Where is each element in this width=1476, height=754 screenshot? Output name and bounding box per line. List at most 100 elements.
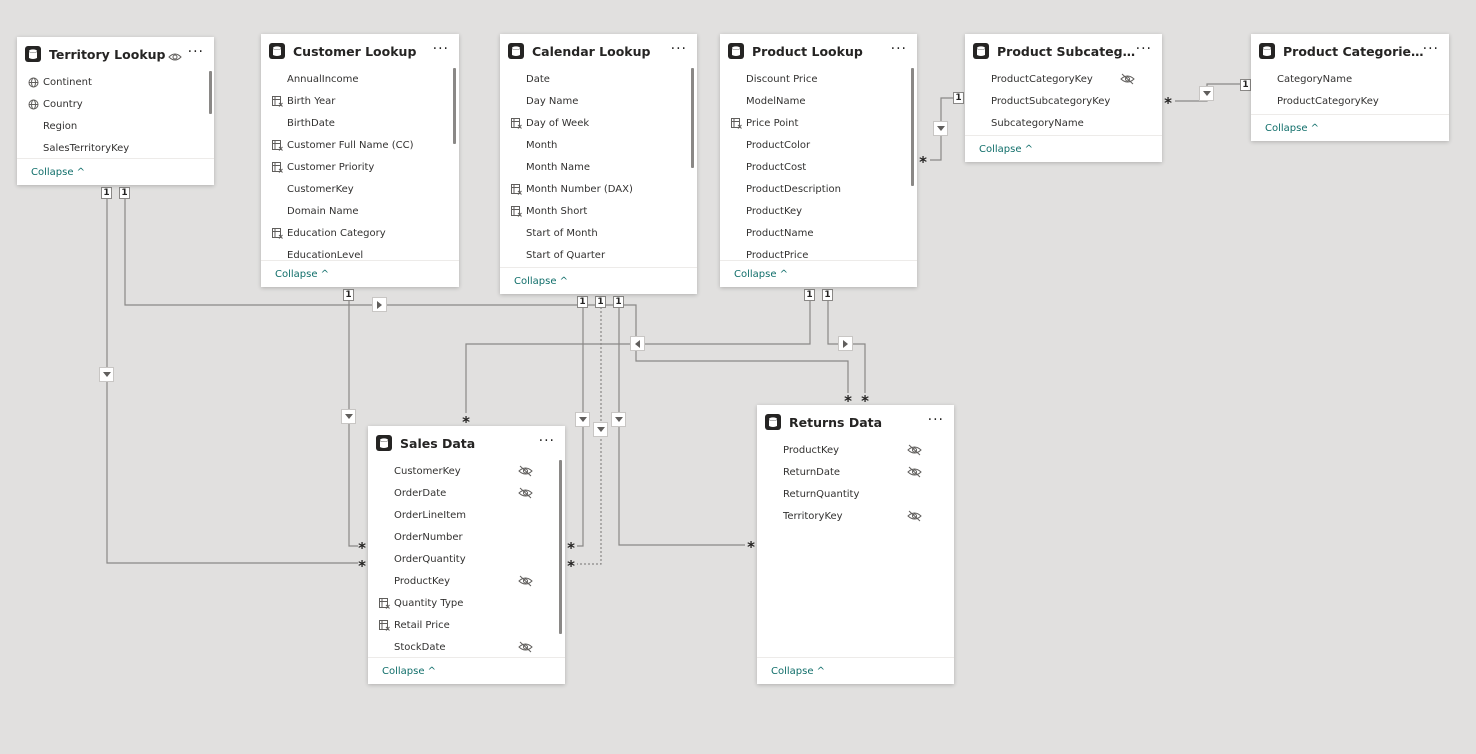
- more-options-icon[interactable]: ···: [432, 41, 449, 57]
- table-header[interactable]: Territory Lookup ···: [17, 37, 214, 71]
- field-row[interactable]: Birth Year: [261, 90, 459, 112]
- filter-direction-down-icon[interactable]: [611, 412, 626, 427]
- collapse-link[interactable]: Collapse ^: [382, 665, 437, 677]
- field-row[interactable]: OrderQuantity: [368, 548, 565, 570]
- field-row[interactable]: ProductName: [720, 222, 917, 244]
- field-row[interactable]: OrderNumber: [368, 526, 565, 548]
- table-header[interactable]: Product Lookup ···: [720, 34, 917, 68]
- field-row[interactable]: Region: [17, 115, 214, 137]
- field-row[interactable]: ProductPrice: [720, 244, 917, 266]
- table-header[interactable]: Sales Data ···: [368, 426, 565, 460]
- field-row[interactable]: SalesTerritoryKey: [17, 137, 214, 159]
- field-row[interactable]: Continent: [17, 71, 214, 93]
- field-row[interactable]: ProductCategoryKey: [1251, 90, 1449, 112]
- field-row[interactable]: ProductKey: [368, 570, 565, 592]
- more-options-icon[interactable]: ···: [927, 412, 944, 428]
- field-row[interactable]: Quantity Type: [368, 592, 565, 614]
- field-row[interactable]: ProductColor: [720, 134, 917, 156]
- hidden-field-icon[interactable]: [907, 466, 922, 478]
- field-row[interactable]: AnnualIncome: [261, 68, 459, 90]
- scrollbar[interactable]: [559, 460, 562, 634]
- field-row[interactable]: ProductKey: [757, 439, 954, 461]
- field-row[interactable]: ProductKey: [720, 200, 917, 222]
- field-row[interactable]: OrderLineItem: [368, 504, 565, 526]
- filter-direction-down-icon[interactable]: [933, 121, 948, 136]
- eye-icon[interactable]: [168, 48, 182, 61]
- field-row[interactable]: Month Short: [500, 200, 697, 222]
- table-header[interactable]: Product Categories Loo... ···: [1251, 34, 1449, 68]
- field-row[interactable]: StockDate: [368, 636, 565, 658]
- field-row[interactable]: EducationLevel: [261, 244, 459, 266]
- table-header[interactable]: Returns Data ···: [757, 405, 954, 439]
- hidden-field-icon[interactable]: [1120, 73, 1135, 85]
- field-row[interactable]: Customer Full Name (CC): [261, 134, 459, 156]
- field-row[interactable]: Country: [17, 93, 214, 115]
- field-row[interactable]: TerritoryKey: [757, 505, 954, 527]
- field-row[interactable]: Day of Week: [500, 112, 697, 134]
- filter-direction-down-icon[interactable]: [593, 422, 608, 437]
- filter-direction-down-icon[interactable]: [99, 367, 114, 382]
- collapse-link[interactable]: Collapse ^: [771, 665, 826, 677]
- collapse-link[interactable]: Collapse ^: [734, 268, 789, 280]
- collapse-link[interactable]: Collapse ^: [1265, 122, 1320, 134]
- field-row[interactable]: Discount Price: [720, 68, 917, 90]
- field-row[interactable]: OrderDate: [368, 482, 565, 504]
- table-card-product-categories[interactable]: Product Categories Loo... ··· CategoryNa…: [1251, 34, 1449, 141]
- field-row[interactable]: ProductCost: [720, 156, 917, 178]
- collapse-link[interactable]: Collapse ^: [275, 268, 330, 280]
- scrollbar[interactable]: [453, 68, 456, 144]
- field-row[interactable]: Education Category: [261, 222, 459, 244]
- filter-direction-right-icon[interactable]: [372, 297, 387, 312]
- filter-direction-down-icon[interactable]: [341, 409, 356, 424]
- table-card-territory-lookup[interactable]: Territory Lookup ··· Continent Country R…: [17, 37, 214, 185]
- field-row[interactable]: Start of Month: [500, 222, 697, 244]
- field-row[interactable]: Date: [500, 68, 697, 90]
- filter-direction-left-icon[interactable]: [630, 336, 645, 351]
- field-row[interactable]: CategoryName: [1251, 68, 1449, 90]
- field-row[interactable]: Domain Name: [261, 200, 459, 222]
- hidden-field-icon[interactable]: [518, 575, 533, 587]
- field-row[interactable]: ProductDescription: [720, 178, 917, 200]
- collapse-link[interactable]: Collapse ^: [514, 275, 569, 287]
- hidden-field-icon[interactable]: [907, 510, 922, 522]
- field-row[interactable]: Month: [500, 134, 697, 156]
- field-row[interactable]: Start of Quarter: [500, 244, 697, 266]
- hidden-field-icon[interactable]: [518, 641, 533, 653]
- field-row[interactable]: ModelName: [720, 90, 917, 112]
- field-row[interactable]: Month Name: [500, 156, 697, 178]
- field-row[interactable]: Customer Priority: [261, 156, 459, 178]
- table-card-product-subcategories[interactable]: Product Subcategories ... ··· ProductCat…: [965, 34, 1162, 162]
- hidden-field-icon[interactable]: [907, 444, 922, 456]
- field-row[interactable]: CustomerKey: [261, 178, 459, 200]
- field-row[interactable]: ProductCategoryKey: [965, 68, 1162, 90]
- scrollbar[interactable]: [911, 68, 914, 186]
- table-header[interactable]: Customer Lookup ···: [261, 34, 459, 68]
- filter-direction-down-icon[interactable]: [1199, 86, 1214, 101]
- hidden-field-icon[interactable]: [518, 465, 533, 477]
- field-row[interactable]: Month Number (DAX): [500, 178, 697, 200]
- field-row[interactable]: ReturnDate: [757, 461, 954, 483]
- more-options-icon[interactable]: ···: [1135, 41, 1152, 57]
- more-options-icon[interactable]: ···: [187, 44, 204, 60]
- table-header[interactable]: Product Subcategories ... ···: [965, 34, 1162, 68]
- field-row[interactable]: BirthDate: [261, 112, 459, 134]
- more-options-icon[interactable]: ···: [538, 433, 555, 449]
- table-header[interactable]: Calendar Lookup ···: [500, 34, 697, 68]
- field-row[interactable]: ProductSubcategoryKey: [965, 90, 1162, 112]
- field-row[interactable]: Retail Price: [368, 614, 565, 636]
- more-options-icon[interactable]: ···: [670, 41, 687, 57]
- field-row[interactable]: Price Point: [720, 112, 917, 134]
- scrollbar[interactable]: [209, 71, 212, 114]
- field-row[interactable]: ReturnQuantity: [757, 483, 954, 505]
- field-row[interactable]: CustomerKey: [368, 460, 565, 482]
- hidden-field-icon[interactable]: [518, 487, 533, 499]
- scrollbar[interactable]: [691, 68, 694, 168]
- collapse-link[interactable]: Collapse ^: [31, 166, 86, 178]
- more-options-icon[interactable]: ···: [1422, 41, 1439, 57]
